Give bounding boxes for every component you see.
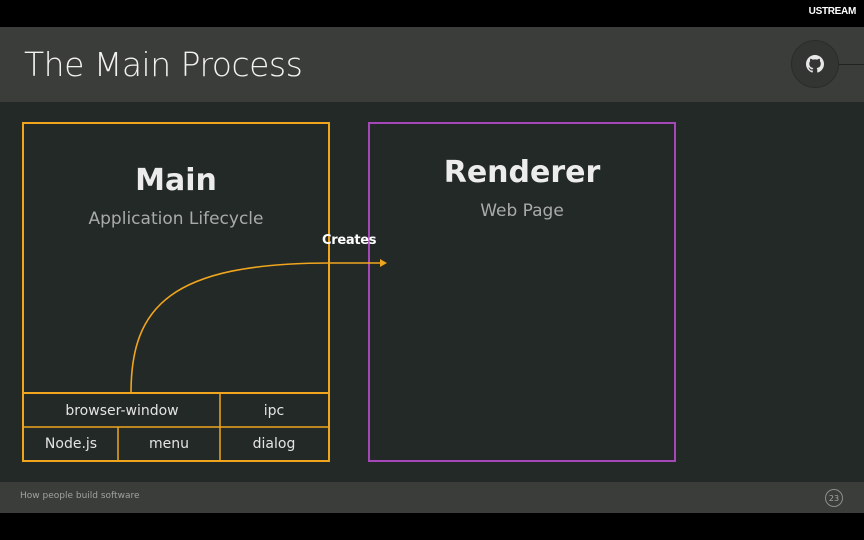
slide-title: The Main Process (24, 45, 303, 84)
github-button[interactable] (791, 40, 839, 88)
main-subtitle: Application Lifecycle (88, 209, 264, 229)
renderer-process-box: Renderer Web Page (368, 122, 676, 462)
main-modules: browser-window ipc Node.js menu dialog (24, 392, 328, 460)
slide-footer: How people build software 23 (0, 482, 864, 513)
creates-label: Creates (322, 233, 377, 248)
main-title: Main (135, 163, 217, 198)
page-number: 23 (825, 489, 843, 507)
module-dialog: dialog (252, 435, 296, 452)
renderer-subtitle: Web Page (480, 201, 564, 221)
slide-header: The Main Process (0, 27, 864, 102)
module-grid-lines (24, 394, 328, 460)
module-nodejs: Node.js (44, 435, 98, 452)
module-menu: menu (149, 435, 189, 452)
module-ipc: ipc (263, 402, 285, 419)
slide: The Main Process Main Application Lifecy… (0, 27, 864, 513)
renderer-title: Renderer (443, 155, 601, 190)
ustream-logo: USTREAM (808, 6, 857, 17)
main-process-box: Main Application Lifecycle browser-windo… (22, 122, 330, 462)
header-line (839, 64, 864, 65)
module-browser-window: browser-window (65, 402, 179, 419)
github-icon (806, 55, 824, 73)
footer-tagline: How people build software (20, 491, 140, 501)
